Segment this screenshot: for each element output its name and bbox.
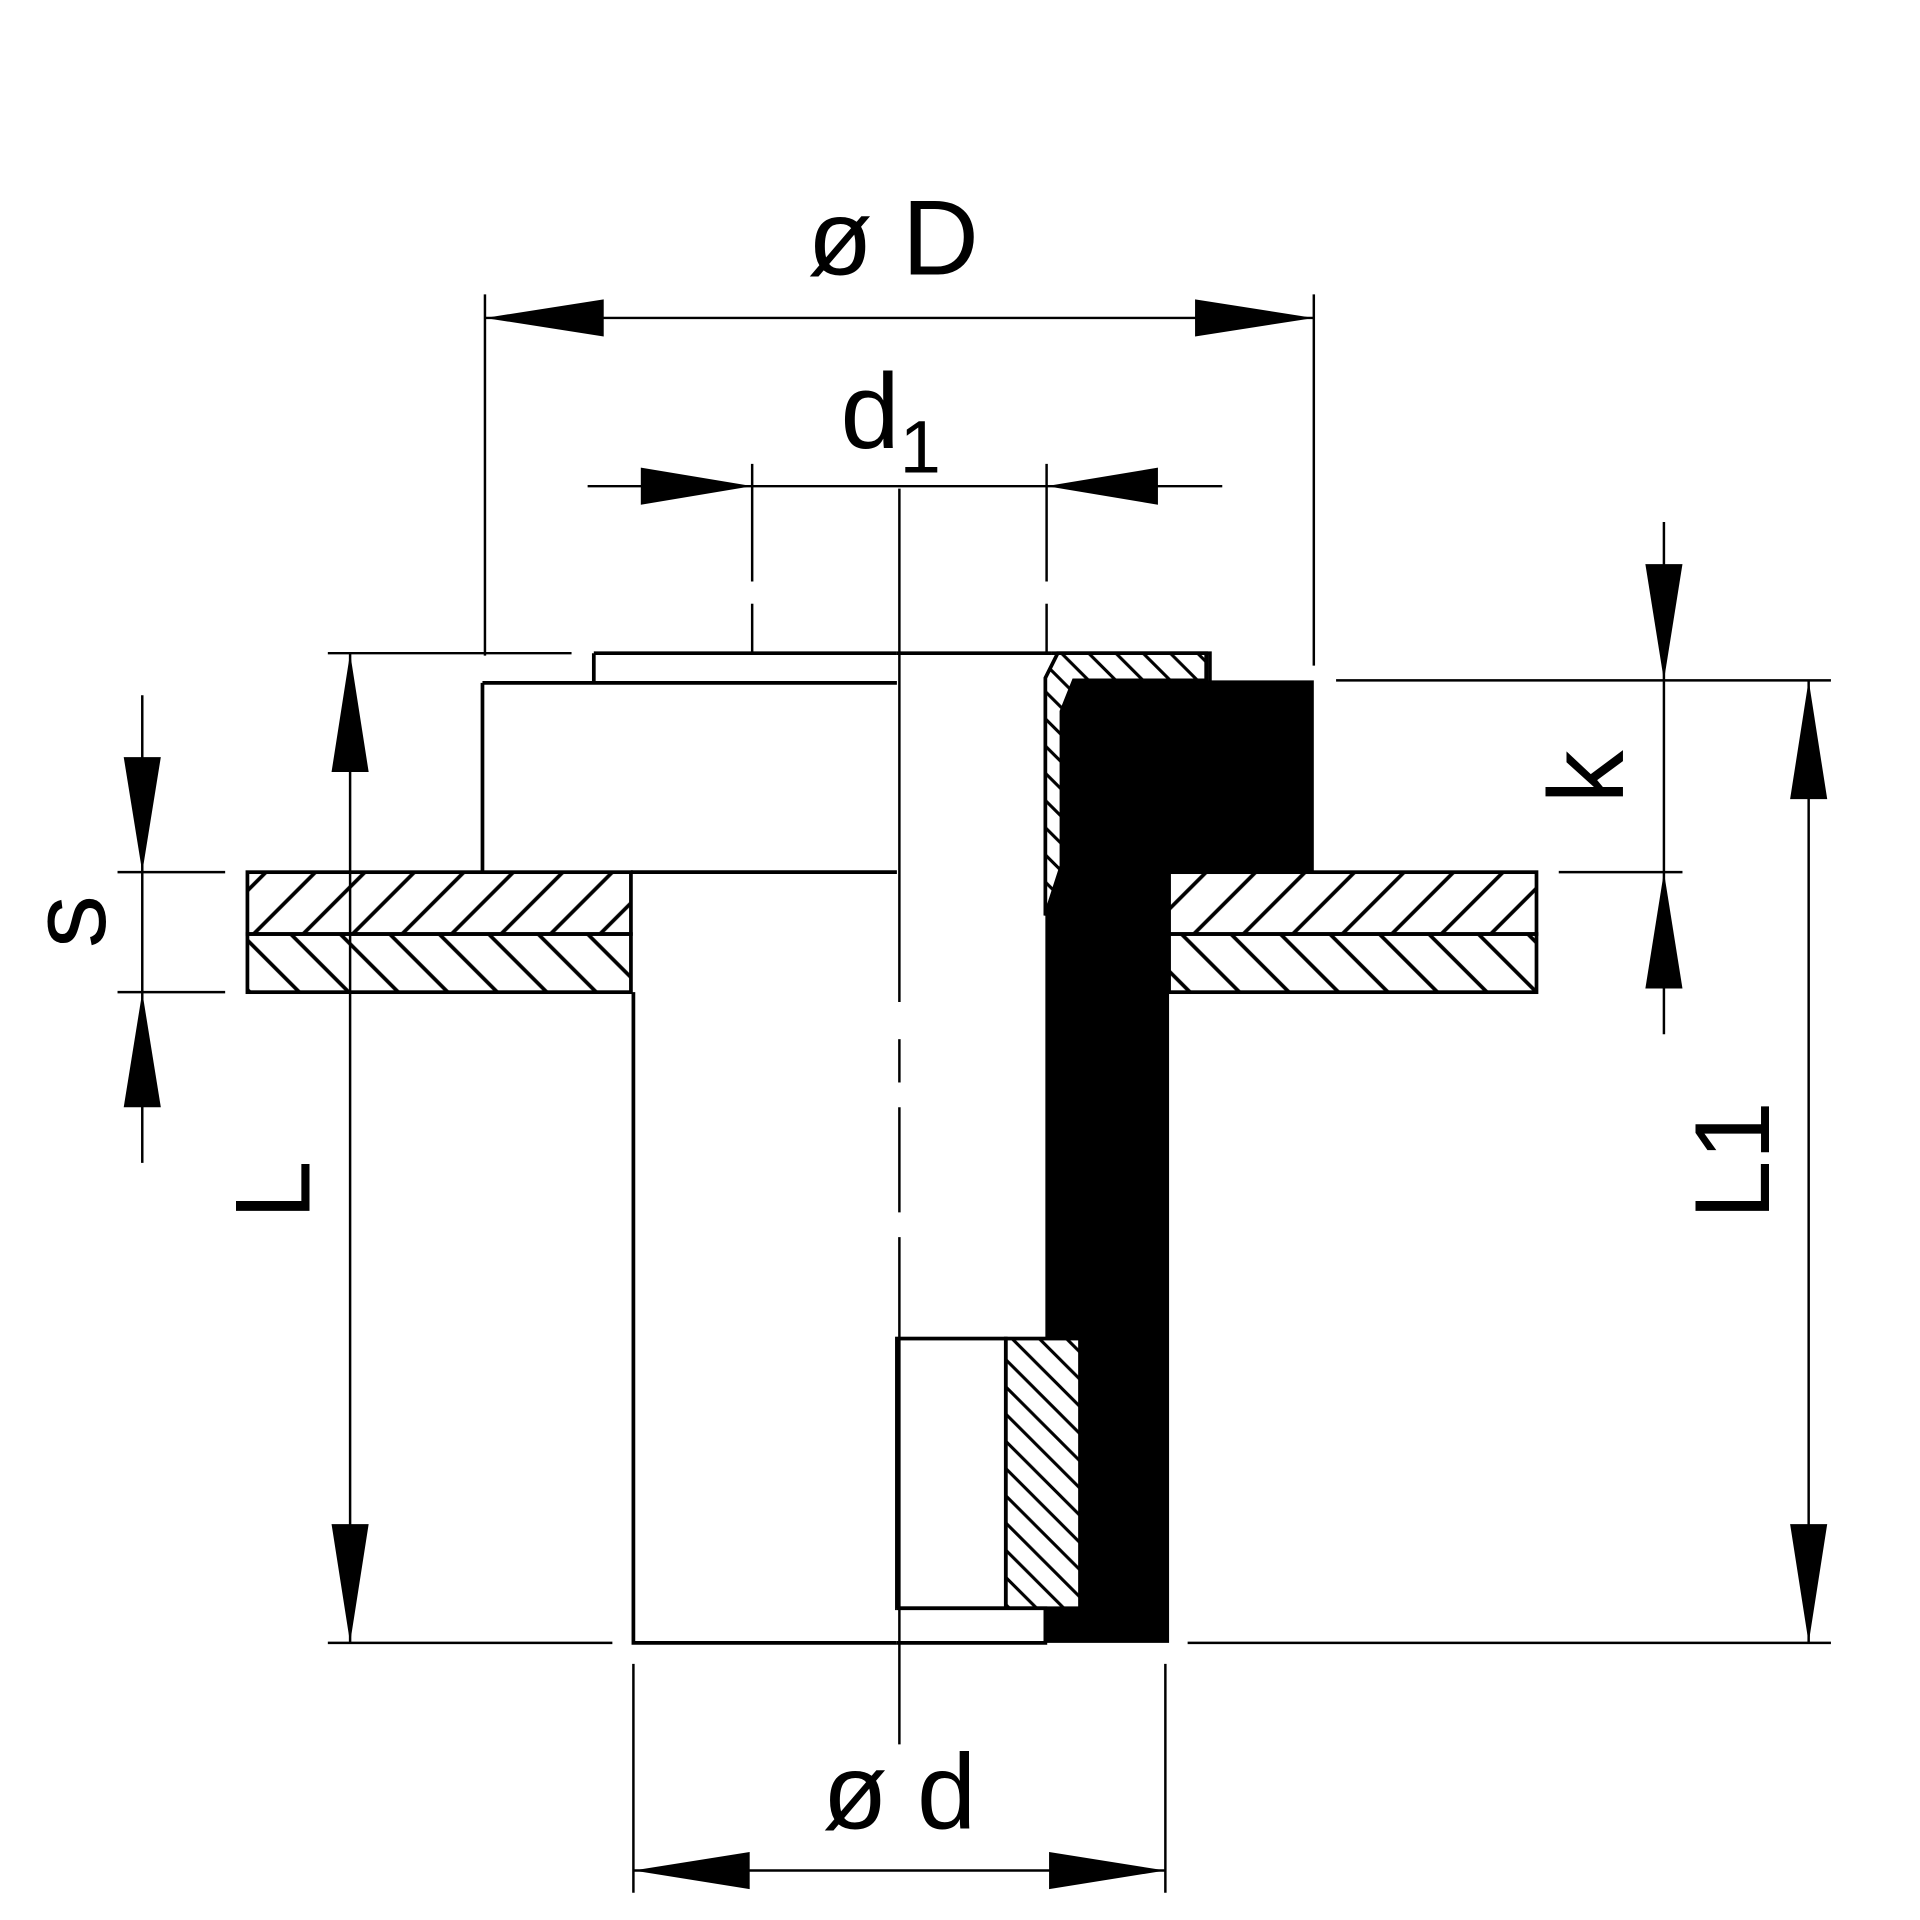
dimension-outer-diameter: [483, 294, 1316, 666]
flange-plate: [245, 870, 1539, 995]
dimension-wall-thickness: [117, 695, 226, 1163]
label-outer-diameter: ø D: [808, 179, 979, 298]
label-collar-height: k: [1527, 750, 1646, 804]
center-line: [750, 463, 1048, 1745]
dimension-collar-height: [1336, 522, 1831, 1035]
label-wall-thickness: s: [9, 895, 128, 948]
fitting-section: [895, 651, 1314, 1645]
label-length-1: L1: [1673, 1101, 1792, 1219]
fitting-body-outline: [480, 651, 1052, 1645]
label-inner-diameter-top: d1: [840, 352, 940, 489]
dimension-length-1: [1187, 680, 1831, 1645]
label-pipe-diameter: ø d: [823, 1732, 977, 1851]
dimension-pipe-diameter: [632, 1663, 1167, 1893]
dimension-length: [327, 651, 613, 1645]
dimension-inner-diameter-top: [587, 467, 1223, 505]
label-length: L: [213, 1161, 332, 1220]
